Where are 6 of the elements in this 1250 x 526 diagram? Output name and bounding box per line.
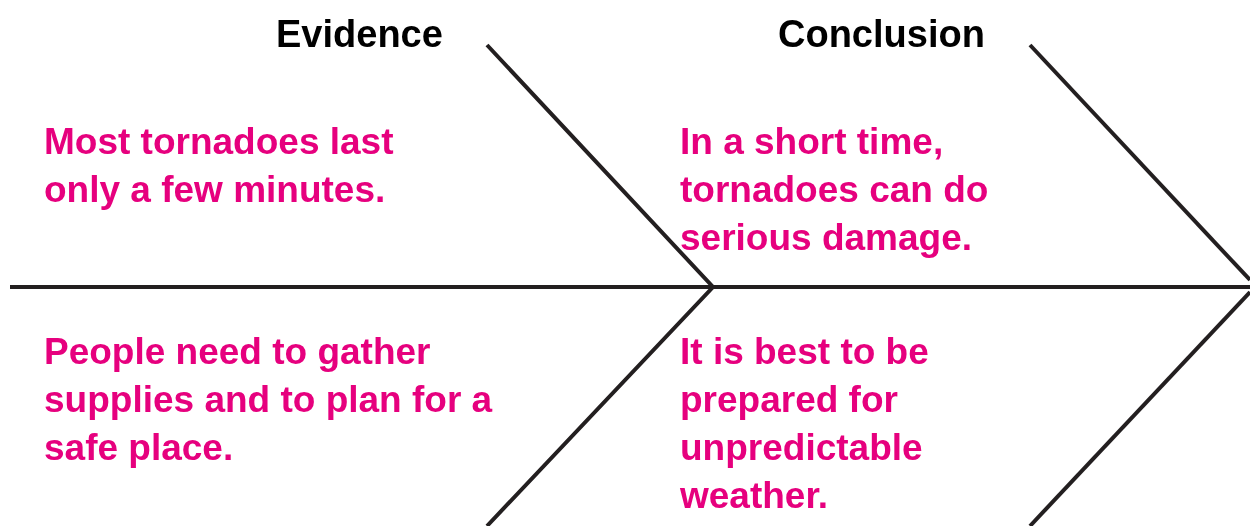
evidence-text: People need to gather supplies and to plan for a safe place.	[44, 330, 494, 471]
column-heading: Conclusion	[778, 12, 986, 57]
conclusion-text: In a short time, tornadoes can do serious damage.	[680, 120, 990, 261]
conclusion-text: It is best to be prepared for unpredictable weather.	[680, 330, 930, 519]
evidence-text: Most tornadoes last only a few minutes.	[44, 120, 395, 213]
column-heading: Evidence	[276, 12, 444, 57]
